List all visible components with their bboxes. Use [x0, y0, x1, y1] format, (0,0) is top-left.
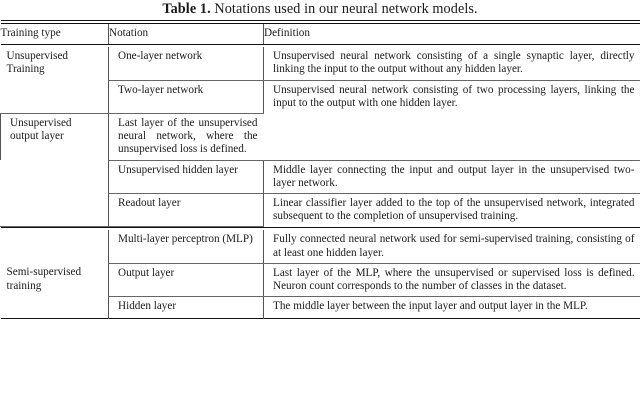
- definition-output-layer: Last layer of the MLP, where the unsuper…: [263, 263, 640, 297]
- table-row: Multi-layer perceptron (MLP) Fully conne…: [1, 230, 640, 263]
- row-separator-line: [0, 113, 109, 114]
- table-row: Two-layer network Unsupervised neural ne…: [1, 80, 640, 114]
- row-separator-line: [263, 262, 640, 264]
- definition-multi-layer-perceptron: Fully connected neural network used for …: [263, 230, 640, 263]
- row-separator: [1, 262, 640, 264]
- row-separator-line: [108, 226, 264, 228]
- notation-readout-layer: Readout layer: [108, 193, 264, 227]
- table-caption: Table 1. Notations used in our neural ne…: [0, 0, 640, 20]
- group-label-semi-supervised: Semi-supervised training: [6, 266, 82, 292]
- row-separator: [1, 296, 640, 297]
- row-separator: [1, 193, 640, 194]
- rule-bottom: [0, 318, 640, 320]
- row-separator-line: [108, 113, 264, 114]
- definition-two-layer-network: Unsupervised neural network consisting o…: [263, 80, 640, 114]
- group-label-unsupervised: Unsupervised Training: [6, 50, 69, 76]
- column-header-definition: Definition: [263, 23, 640, 45]
- row-separator-line: [108, 193, 264, 194]
- table-head: Training type Notation Definition: [0, 20, 640, 47]
- definition-readout-layer: Linear classifier layer added to the top…: [263, 193, 640, 227]
- caption-text: Notations used in our neural network mod…: [214, 1, 478, 17]
- notation-unsupervised-hidden-layer: Unsupervised hidden layer: [108, 160, 264, 194]
- notation-one-layer-network: One-layer network: [108, 47, 264, 80]
- row-separator-line: [263, 296, 640, 297]
- row-separator-line: [108, 79, 264, 81]
- table-row: Unsupervised hidden layer Middle layer c…: [1, 160, 640, 194]
- row-separator: [1, 159, 640, 161]
- notations-table: Training type Notation Definition Unsupe…: [0, 20, 640, 320]
- bottom-gap: [1, 316, 640, 319]
- section-divider: [0, 226, 640, 231]
- row-separator-line: [263, 79, 640, 81]
- definition-hidden-layer: The middle layer between the input layer…: [263, 296, 640, 317]
- column-header-notation: Notation: [108, 23, 264, 45]
- rule-top-inner: [0, 23, 640, 24]
- definition-unsupervised-output-layer: Last layer of the unsupervised neural ne…: [108, 113, 264, 160]
- notation-multi-layer-perceptron: Multi-layer perceptron (MLP): [108, 230, 264, 263]
- row-separator: [0, 226, 640, 228]
- table-header-row: Training type Notation Definition: [0, 23, 640, 45]
- section-divider-rule: [0, 226, 640, 229]
- table-foot: [0, 316, 640, 320]
- caption-label: Table 1.: [162, 1, 211, 17]
- group-unsupervised: Unsupervised Training One-layer network …: [0, 47, 640, 228]
- notation-output-layer: Output layer: [108, 263, 264, 297]
- notation-two-layer-network: Two-layer network: [108, 80, 264, 114]
- row-separator-line: [108, 296, 264, 297]
- group-label-semi-spacer: [1, 230, 109, 262]
- rule-below-header: [0, 44, 640, 45]
- column-header-training-type: Training type: [0, 27, 61, 39]
- table-row: Hidden layer The middle layer between th…: [1, 296, 640, 317]
- row-separator: [1, 79, 640, 81]
- group-label-spacer: [1, 160, 109, 226]
- row-separator: [0, 113, 640, 114]
- table-row: Unsupervised Training One-layer network …: [1, 47, 640, 80]
- table-row: Semi-supervised training Output layer La…: [1, 263, 640, 297]
- rule-top-outer: [0, 20, 640, 21]
- definition-one-layer-network: Unsupervised neural network consisting o…: [263, 47, 640, 80]
- notation-hidden-layer: Hidden layer: [108, 296, 264, 317]
- row-separator-line: [108, 262, 264, 264]
- row-separator-line: [108, 159, 264, 161]
- group-semi-supervised: Multi-layer perceptron (MLP) Fully conne…: [1, 230, 640, 317]
- table-row: Readout layer Linear classifier layer ad…: [1, 193, 640, 227]
- row-separator-line: [263, 193, 640, 194]
- notation-unsupervised-output-layer: Unsupervised output layer: [0, 113, 109, 160]
- table-row: Unsupervised output layer Last layer of …: [0, 113, 640, 160]
- definition-unsupervised-hidden-layer: Middle layer connecting the input and ou…: [263, 160, 640, 194]
- row-separator-line: [0, 226, 109, 228]
- row-separator-line: [263, 159, 640, 161]
